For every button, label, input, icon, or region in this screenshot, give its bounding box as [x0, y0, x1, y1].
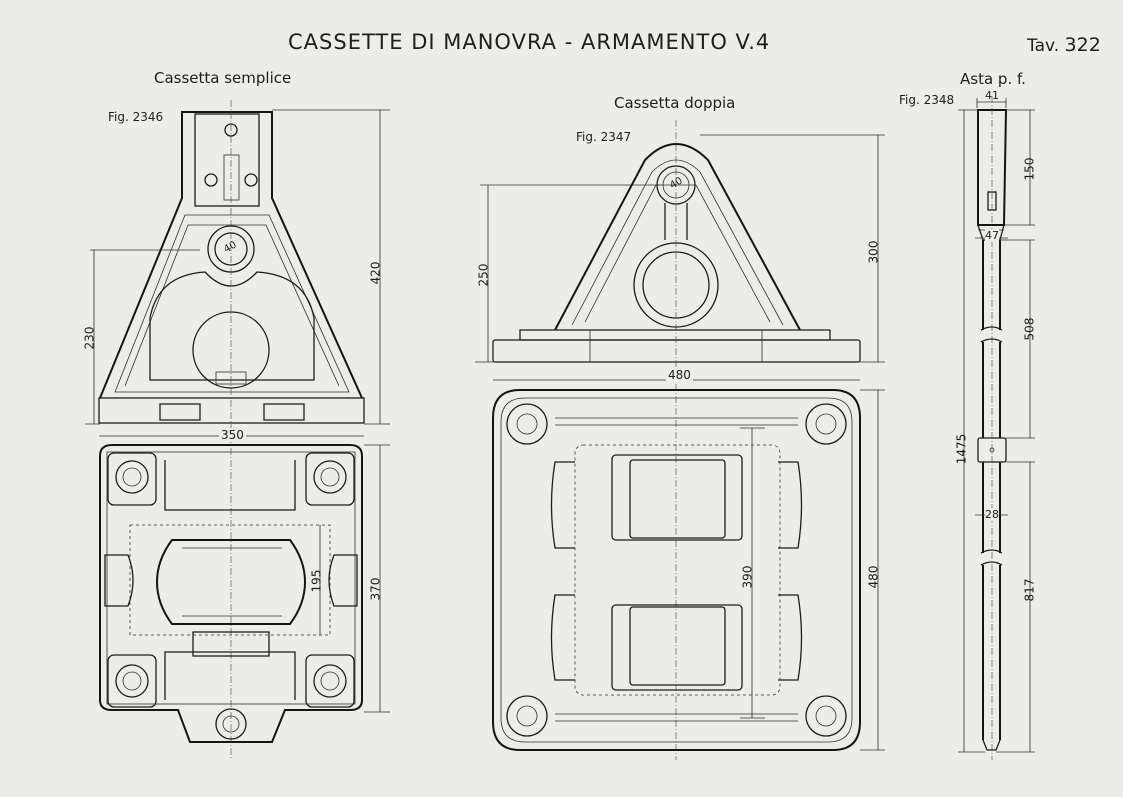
- fig-2346-plan: [99, 444, 390, 743]
- fig-2348-dim-head-length: 150: [1022, 157, 1037, 181]
- plate-number: Tav. 322: [1027, 34, 1101, 56]
- fig-2347-label: Fig. 2347: [576, 130, 632, 144]
- fig-2346-dim-height-total: 420: [368, 261, 383, 285]
- fig-2348-dim-neck-width: 47: [985, 229, 999, 242]
- fig-2348-heading: Asta p. f.: [960, 70, 1026, 88]
- fig-2348-label: Fig. 2348: [899, 93, 955, 107]
- fig-2347-dim-plan-inner: 390: [740, 565, 755, 589]
- fig-2348-dim-total: 1475: [954, 433, 969, 465]
- fig-2347-dim-plan-depth: 480: [866, 565, 881, 589]
- fig-2347-elevation: [475, 120, 885, 760]
- fig-2348-dim-top-width: 41: [985, 89, 999, 102]
- fig-2347-dim-height-lower: 250: [476, 263, 491, 287]
- fig-2346-dim-height-lower: 230: [82, 326, 97, 350]
- fig-2347-plan: [492, 389, 885, 751]
- fig-2346-dim-plan-inner: 195: [309, 569, 324, 593]
- plate-number-value: 322: [1064, 34, 1101, 56]
- plate-prefix: Tav.: [1027, 36, 1060, 56]
- fig-2348-dim-rod-diameter: 28: [985, 508, 999, 521]
- fig-2346-elevation: [85, 100, 390, 760]
- sheet-title: CASSETTE DI MANOVRA - ARMAMENTO V.4: [288, 30, 771, 54]
- fig-2348-rod: [958, 96, 1035, 760]
- fig-2347-dim-width: 480: [666, 368, 693, 382]
- fig-2346-heading: Cassetta semplice: [154, 69, 292, 87]
- fig-2347-heading: Cassetta doppia: [614, 94, 736, 112]
- fig-2348-dim-segment-2: 817: [1022, 578, 1037, 602]
- fig-2347-dim-height-total: 300: [866, 240, 881, 264]
- fig-2348-dim-segment-1: 508: [1022, 317, 1037, 341]
- fig-2346-label: Fig. 2346: [108, 110, 164, 124]
- fig-2346-dim-width: 350: [219, 428, 246, 442]
- fig-2346-dim-plan-depth: 370: [368, 577, 383, 601]
